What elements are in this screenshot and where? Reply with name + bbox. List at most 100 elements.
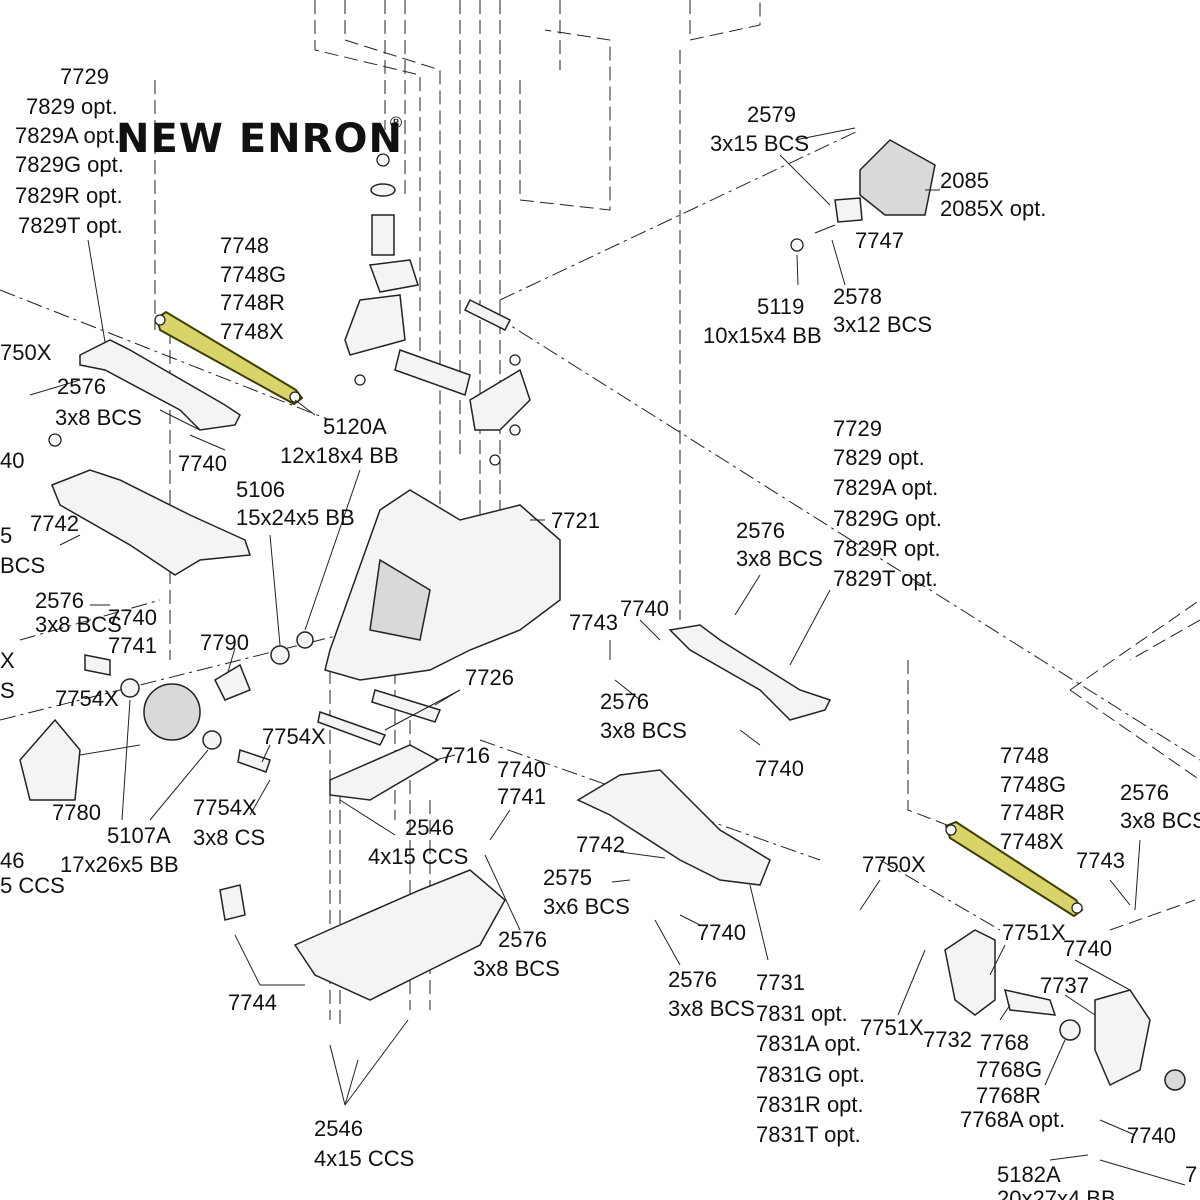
label-3x12-bcs: 3x12 BCS — [833, 312, 932, 337]
label-7729: 7729 — [833, 416, 882, 441]
label-2576: 2576 — [600, 689, 649, 714]
bumper-7744 — [219, 884, 246, 921]
label-7831-opt: 7831 opt. — [756, 1001, 848, 1026]
label-7740: 7740 — [497, 757, 546, 782]
label-2576: 2576 — [498, 927, 547, 952]
label-7829-opt: 7829 opt. — [26, 94, 118, 119]
label-7790: 7790 — [200, 630, 249, 655]
label-17x26x5-bb: 17x26x5 BB — [60, 852, 179, 877]
label-10x15x4-bb: 10x15x4 BB — [703, 323, 822, 348]
label-2578: 2578 — [833, 284, 882, 309]
label-2085X-opt: 2085X opt. — [940, 196, 1046, 221]
label-7740: 7740 — [1127, 1123, 1176, 1148]
part-labels: 7729 7829 opt. 7829A opt. 7829G opt. 782… — [0, 64, 1200, 1200]
caster-block-7732 — [944, 929, 996, 1016]
label-2576: 2576 — [1120, 780, 1169, 805]
differential — [143, 683, 201, 741]
label-2579: 2579 — [747, 102, 796, 127]
label-2546: 2546 — [405, 815, 454, 840]
label-7741: 7741 — [497, 784, 546, 809]
label-7750X: 7750X — [862, 852, 926, 877]
label-7829R-opt: 7829R opt. — [15, 183, 123, 208]
label-3x8-bcs: 3x8 BCS — [55, 405, 142, 430]
label-7740: 7740 — [755, 756, 804, 781]
steering-assembly — [344, 153, 531, 466]
label-bcs: BCS — [0, 553, 45, 578]
label-7754X: 7754X — [55, 686, 119, 711]
label-7748X: 7748X — [220, 319, 284, 344]
brand-logo: NEW ENRON ® — [116, 113, 404, 162]
label-5107A: 5107A — [107, 823, 171, 848]
label-7731: 7731 — [756, 970, 805, 995]
label-7740: 7740 — [178, 451, 227, 476]
label-2575: 2575 — [543, 865, 592, 890]
label-3x8-bcs: 3x8 BCS — [35, 612, 122, 637]
label-7780: 7780 — [52, 800, 101, 825]
label-7744: 7744 — [228, 990, 277, 1015]
label-4x15-ccs: 4x15 CCS — [368, 844, 468, 869]
servo — [790, 139, 936, 252]
label-3x6-bcs: 3x6 BCS — [543, 894, 630, 919]
mount-7716 — [329, 744, 440, 801]
label-7748G: 7748G — [1000, 772, 1066, 797]
leader-lines — [29, 127, 1186, 1186]
label-7742: 7742 — [576, 832, 625, 857]
label-2576: 2576 — [57, 374, 106, 399]
label-5: 5 — [0, 523, 12, 548]
label-7748X: 7748X — [1000, 829, 1064, 854]
label-2546: 2546 — [314, 1116, 363, 1141]
label-7748G: 7748G — [220, 262, 286, 287]
label-7829A-opt: 7829A opt. — [15, 123, 120, 148]
label-7748R: 7748R — [220, 290, 285, 315]
label-7742: 7742 — [30, 511, 79, 536]
label-7: 7 — [1185, 1162, 1197, 1187]
bearing-5106 — [270, 645, 290, 665]
label-7829R-opt: 7829R opt. — [833, 536, 941, 561]
label-5106: 5106 — [236, 477, 285, 502]
label-7831A-opt: 7831A opt. — [756, 1031, 861, 1056]
lower-arm-left — [51, 469, 252, 576]
label-2085: 2085 — [940, 168, 989, 193]
label-7768G: 7768G — [976, 1057, 1042, 1082]
label-5120A: 5120A — [323, 414, 387, 439]
steering-block-7737 — [1094, 989, 1151, 1087]
label-4x15-ccs: 4x15 CCS — [314, 1146, 414, 1171]
camber-link-upper-left — [155, 310, 304, 406]
registered-mark: ® — [388, 113, 404, 132]
label-7732: 7732 — [923, 1027, 972, 1052]
label-7829G-opt: 7829G opt. — [15, 152, 124, 177]
label-7751X: 7751X — [1002, 920, 1066, 945]
label-3x8-bcs: 3x8 BCS — [668, 996, 755, 1021]
label-2576: 2576 — [736, 518, 785, 543]
label-s: S — [0, 678, 15, 703]
label-7754X: 7754X — [262, 724, 326, 749]
label-3x8-bcs: 3x8 BCS — [473, 956, 560, 981]
label-3x8-bcs: 3x8 BCS — [1120, 808, 1200, 833]
label-7737: 7737 — [1040, 973, 1089, 998]
upper-arm-left — [79, 339, 241, 431]
axle-7768 — [1003, 989, 1057, 1016]
label-7721: 7721 — [551, 508, 600, 533]
label-7740: 7740 — [620, 596, 669, 621]
label-12x18x4-bb: 12x18x4 BB — [280, 443, 399, 468]
label-7740: 7740 — [108, 605, 157, 630]
housing-7780 — [19, 718, 81, 801]
bearing-5120A — [296, 631, 314, 649]
label-7747: 7747 — [855, 228, 904, 253]
label-7754X: 7754X — [193, 795, 257, 820]
label-7716: 7716 — [441, 743, 490, 768]
label-750X: 750X — [0, 340, 52, 365]
label-2576: 2576 — [35, 588, 84, 613]
input-gear-7790 — [214, 663, 251, 701]
label-7748: 7748 — [1000, 743, 1049, 768]
label-7726: 7726 — [465, 665, 514, 690]
label-7768A-opt: 7768A opt. — [960, 1107, 1065, 1132]
parts — [19, 139, 1186, 1091]
label-46: 46 — [0, 848, 24, 873]
label-7740: 7740 — [697, 920, 746, 945]
label-7729: 7729 — [60, 64, 109, 89]
label-20x27x4-bb: 20x27x4 BB — [997, 1186, 1116, 1200]
label-7743: 7743 — [1076, 848, 1125, 873]
label-3x15-bcs: 3x15 BCS — [710, 131, 809, 156]
